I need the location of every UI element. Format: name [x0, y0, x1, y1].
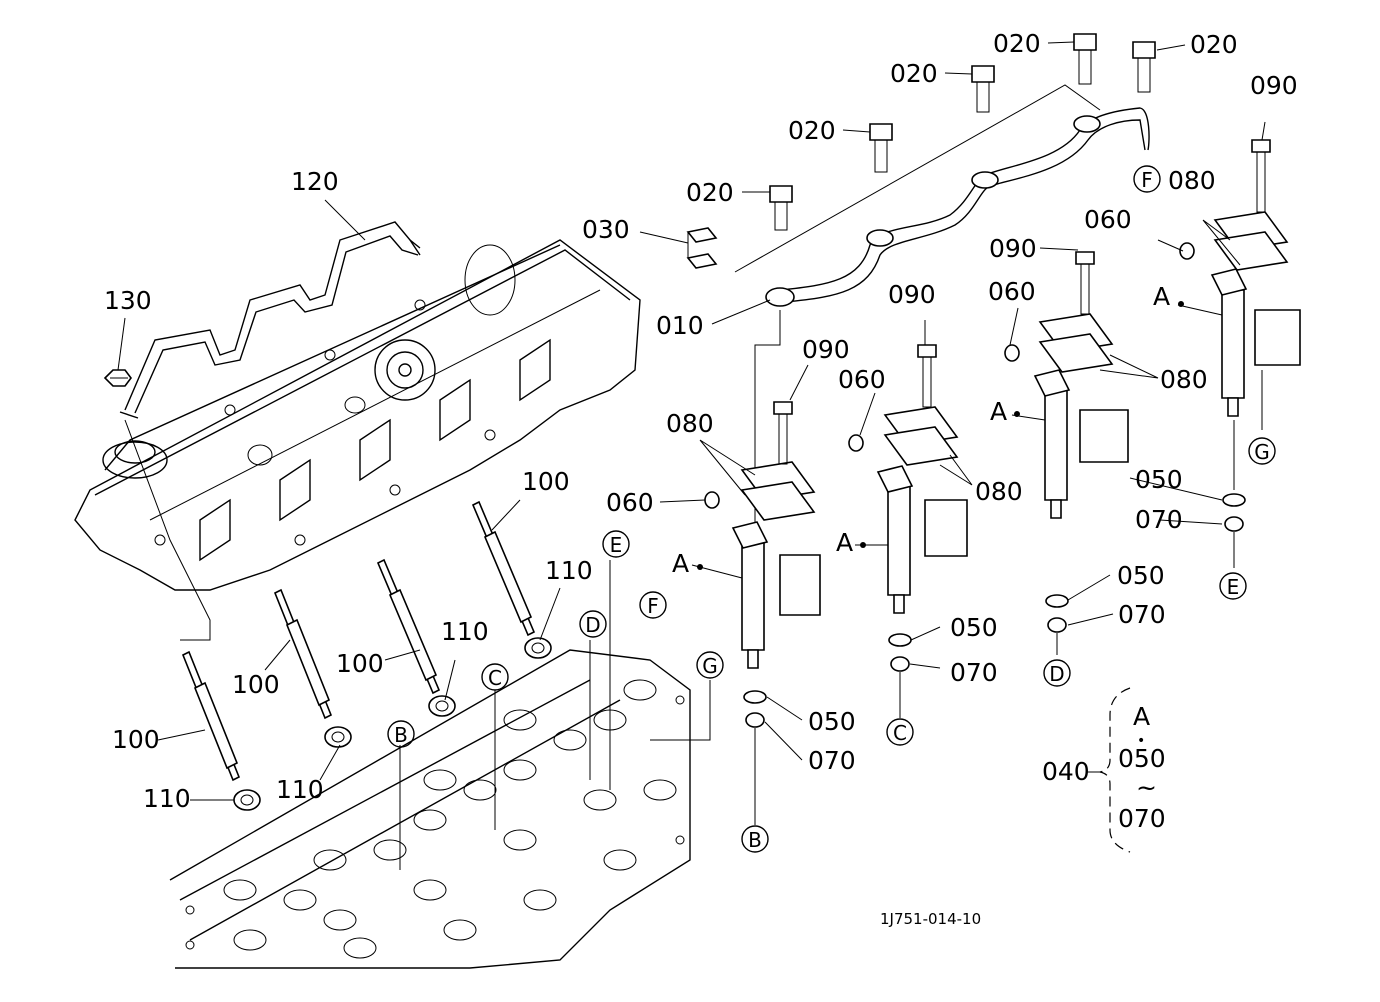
callout-060-d: 060	[1084, 205, 1132, 234]
return-pipe-010	[734, 84, 1150, 560]
circle-ref-e-2: E	[602, 530, 630, 558]
banjo-bolt-5	[1132, 41, 1156, 93]
cylinder-head	[169, 649, 691, 969]
callout-020-e: 020	[1190, 30, 1238, 59]
callout-060-a: 060	[606, 488, 654, 517]
callout-050-d: 050	[1135, 465, 1183, 494]
callout-090-d: 090	[1250, 71, 1298, 100]
callout-020-d: 020	[993, 29, 1041, 58]
svg-text:B: B	[748, 828, 762, 852]
svg-text:F: F	[647, 594, 659, 618]
callout-100-c: 100	[336, 649, 384, 678]
svg-text:G: G	[702, 654, 718, 678]
legend-to: 070	[1118, 804, 1166, 833]
banjo-bolt-1	[769, 185, 793, 231]
callout-110-b: 110	[276, 775, 324, 804]
assembly-mark-a-1: A	[672, 549, 689, 578]
nut-130	[103, 369, 132, 387]
assembly-mark-a-2: A	[836, 528, 853, 557]
callout-030: 030	[582, 215, 630, 244]
callout-100-b: 100	[232, 670, 280, 699]
glow-plug-1	[181, 650, 261, 811]
callout-110-d: 110	[545, 556, 593, 585]
injector-3	[1004, 251, 1129, 655]
glow-plug-2	[273, 588, 352, 748]
circle-ref-c-1: C	[886, 718, 914, 746]
glow-plug-4	[471, 500, 552, 659]
assembly-mark-a-4: A	[1153, 282, 1170, 311]
callout-090-b: 090	[888, 280, 936, 309]
svg-text:D: D	[1049, 662, 1064, 686]
svg-text:D: D	[585, 613, 600, 637]
callout-050-c: 050	[1117, 561, 1165, 590]
clip-030	[686, 227, 718, 269]
legend-tilde: ~	[1136, 773, 1157, 802]
circle-ref-b-2: B	[387, 720, 415, 748]
callout-070-d: 070	[1135, 505, 1183, 534]
assembly-mark-a-3: A	[990, 397, 1007, 426]
callout-080-a: 080	[666, 409, 714, 438]
callout-080-b: 080	[975, 477, 1023, 506]
glow-plug-3	[376, 558, 456, 717]
callout-020-c: 020	[890, 59, 938, 88]
circle-ref-d-1: D	[1043, 659, 1071, 687]
circle-ref-e-1: E	[1219, 572, 1247, 600]
hidden-line	[124, 419, 211, 641]
svg-text:B: B	[394, 723, 408, 747]
svg-text:C: C	[488, 666, 502, 690]
head-cover	[74, 239, 641, 591]
svg-text:E: E	[610, 533, 623, 557]
legend-a: A	[1133, 702, 1150, 731]
callout-070-c: 070	[1118, 600, 1166, 629]
callout-060-b: 060	[838, 365, 886, 394]
svg-text:F: F	[1141, 168, 1153, 192]
circle-ref-g-2: G	[696, 651, 724, 679]
callout-080-d: 080	[1168, 166, 1216, 195]
injector-2	[848, 344, 968, 718]
callout-080-c: 080	[1160, 365, 1208, 394]
callout-100-d: 100	[522, 467, 570, 496]
callout-110-a: 110	[143, 784, 191, 813]
drawing-code: 1J751-014-10	[880, 910, 981, 928]
circle-ref-d-2: D	[579, 610, 607, 638]
callout-090-c: 090	[989, 234, 1037, 263]
callout-050-a: 050	[808, 707, 856, 736]
callout-090-a: 090	[802, 335, 850, 364]
assembly-dots	[697, 301, 1184, 570]
leader-lines	[117, 41, 1266, 801]
banjo-bolt-4	[1073, 33, 1097, 85]
callout-100-a: 100	[112, 725, 160, 754]
callout-110-c: 110	[441, 617, 489, 646]
callout-130: 130	[104, 286, 152, 315]
callout-070-b: 070	[950, 658, 998, 687]
circle-ref-f-2: F	[639, 591, 667, 619]
svg-text:C: C	[893, 721, 907, 745]
banjo-bolt-2	[869, 123, 893, 173]
callout-060-c: 060	[988, 277, 1036, 306]
injector-4	[1179, 139, 1301, 568]
legend-dot: •	[1137, 733, 1145, 749]
callout-010: 010	[656, 311, 704, 340]
svg-text:E: E	[1227, 575, 1240, 599]
circle-ref-b-1: B	[741, 825, 769, 853]
injector-1	[704, 401, 821, 825]
kit-legend: A • 050 ~ 070	[1087, 687, 1166, 853]
callout-050-b: 050	[950, 613, 998, 642]
ref-line-g	[650, 680, 711, 741]
callout-040: 040	[1042, 757, 1090, 786]
bracket-120	[119, 221, 421, 419]
callout-020-a: 020	[686, 178, 734, 207]
svg-text:G: G	[1254, 440, 1270, 464]
legend-from: 050	[1118, 744, 1166, 773]
circle-ref-f-1: F	[1133, 165, 1161, 193]
circle-ref-c-2: C	[481, 663, 509, 691]
callout-070-a: 070	[808, 746, 856, 775]
callout-120: 120	[291, 167, 339, 196]
banjo-bolt-3	[971, 65, 995, 113]
callout-020-b: 020	[788, 116, 836, 145]
circle-ref-g-1: G	[1248, 437, 1276, 465]
